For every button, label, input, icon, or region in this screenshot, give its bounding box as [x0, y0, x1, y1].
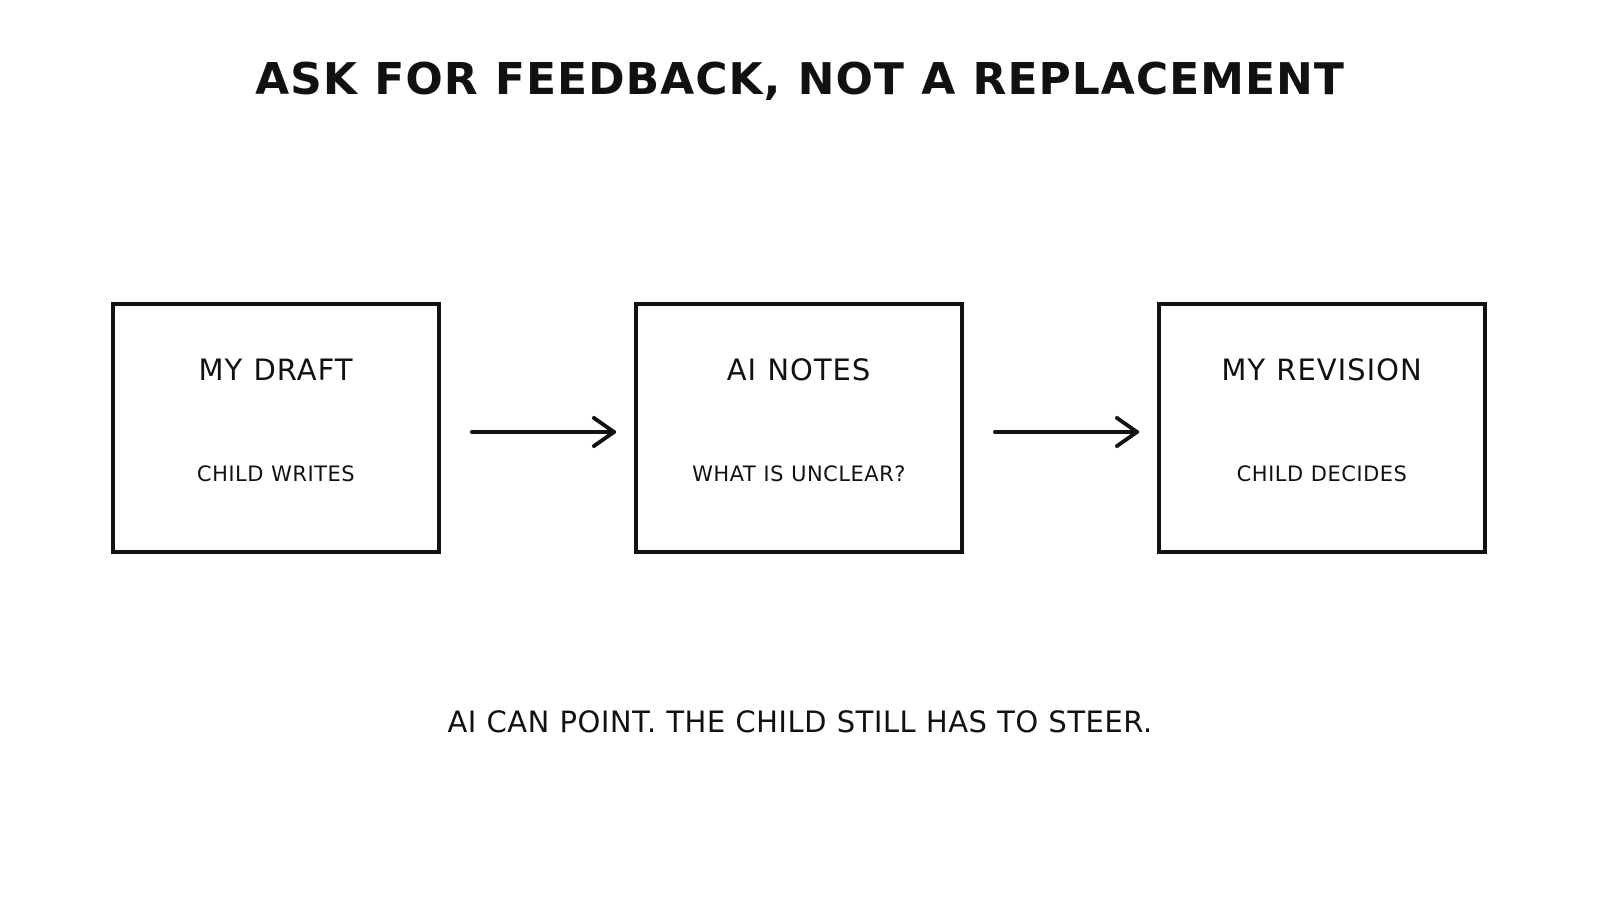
step-title: AI NOTES — [726, 353, 872, 387]
diagram-title: ASK FOR FEEDBACK, NOT A REPLACEMENT — [255, 54, 1345, 105]
footer-caption: AI CAN POINT. THE CHILD STILL HAS TO STE… — [447, 705, 1153, 739]
step-title: MY REVISION — [1221, 353, 1423, 387]
step-subtitle: CHILD DECIDES — [1236, 462, 1408, 486]
step-box-my-revision: MY REVISION CHILD DECIDES — [1157, 302, 1487, 554]
arrow-right-icon — [470, 416, 616, 448]
step-box-ai-notes: AI NOTES WHAT IS UNCLEAR? — [634, 302, 964, 554]
step-subtitle: CHILD WRITES — [196, 462, 356, 486]
arrow-right-icon — [993, 416, 1139, 448]
step-box-my-draft: MY DRAFT CHILD WRITES — [111, 302, 441, 554]
step-subtitle: WHAT IS UNCLEAR? — [692, 462, 906, 486]
step-title: MY DRAFT — [198, 353, 354, 387]
